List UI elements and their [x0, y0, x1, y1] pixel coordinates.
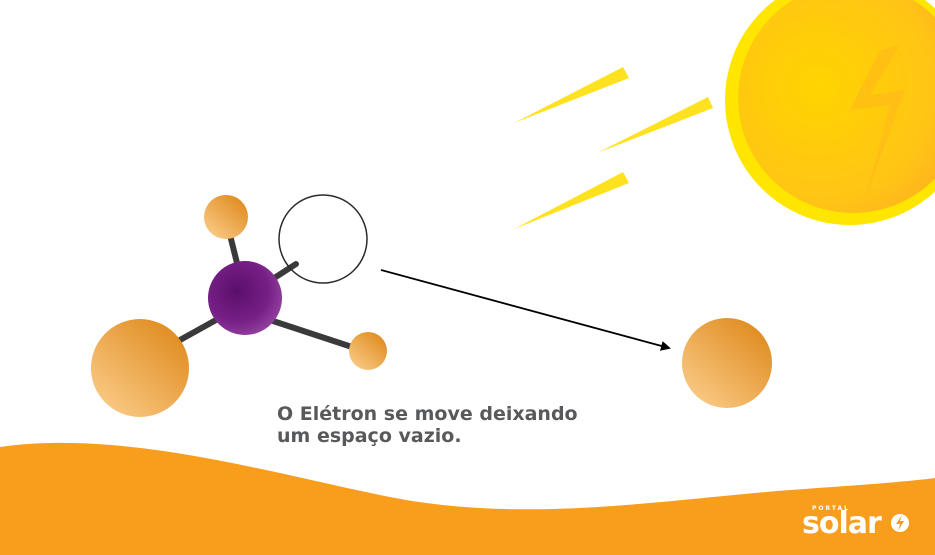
- caption-line-1: O Elétron se move deixando: [277, 403, 578, 425]
- logo-wordmark: solar: [802, 506, 882, 541]
- sun-ray: [514, 67, 629, 123]
- lightning-badge-icon: [891, 514, 909, 532]
- logo-small-text: PORTAL: [812, 505, 850, 512]
- portal-solar-logo: PORTAL solar: [802, 505, 912, 545]
- moved-electron: [682, 318, 772, 408]
- caption-text: O Elétron se move deixando um espaço vaz…: [277, 403, 578, 447]
- orange-wave: [0, 442, 935, 555]
- atom-large-left: [91, 319, 189, 417]
- electron-top: [204, 195, 248, 239]
- sun-ray: [514, 172, 629, 229]
- bond-right: [267, 317, 355, 350]
- empty-space-circle: [278, 194, 368, 284]
- nucleus-purple: [208, 261, 282, 335]
- caption-line-2: um espaço vazio.: [277, 425, 462, 447]
- sun-ray: [597, 97, 713, 153]
- movement-arrow: [380, 269, 671, 351]
- sun-icon: [725, 0, 935, 225]
- sun-rays: [514, 67, 713, 229]
- electron-right: [349, 332, 387, 370]
